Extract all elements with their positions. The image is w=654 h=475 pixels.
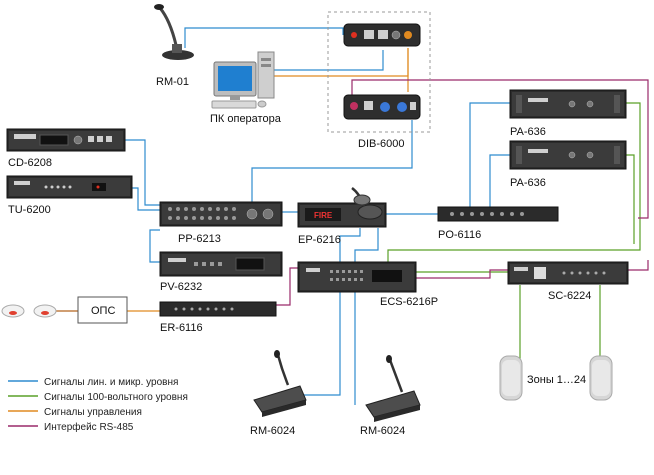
legend-label-0: Сигналы лин. и микр. уровня (44, 377, 178, 388)
connections (55, 27, 649, 405)
line-rm6024a-ep (289, 228, 361, 400)
pa636-label-2: PA-636 (510, 177, 546, 189)
dib-group-frame (327, 11, 431, 133)
line-po-pa2 (489, 154, 510, 207)
rm6024-label-1: RM-6024 (250, 425, 295, 437)
ops-box (77, 296, 128, 324)
smoke-detector-1 (1, 304, 25, 318)
ecs6216p-label: ECS-6216P (380, 296, 438, 308)
pc-icon (211, 51, 275, 109)
rm6024-console-2 (365, 355, 421, 422)
rm01-microphone (154, 4, 194, 60)
line-pc-dib-control (272, 48, 409, 77)
sc6224-unit (507, 261, 629, 285)
line-pa1-ecs (387, 102, 641, 265)
line-cd-pp (125, 139, 160, 206)
legend-label-1: Сигналы 100-вольтного уровня (44, 392, 188, 403)
dib-label: DIB-6000 (358, 138, 404, 150)
speaker-1 (499, 355, 523, 401)
rm01-label: RM-01 (156, 76, 189, 88)
ecs6216p-unit (297, 261, 417, 293)
ep6216-label: EP-6216 (298, 234, 341, 246)
legend-label-3: Интерфейс RS-485 (44, 421, 134, 433)
line-rs485-er (276, 267, 298, 306)
legend-label-2: Сигналы управления (44, 407, 142, 418)
pa636-unit-1 (509, 89, 627, 119)
rm6024-console-1 (253, 350, 307, 417)
ep-desk-microphone (351, 187, 383, 220)
pp6213-unit (159, 201, 283, 227)
smoke-detector-2 (33, 304, 57, 318)
pc-label: ПК оператора (210, 113, 282, 125)
pv6232-unit (159, 251, 283, 277)
zones-label: Зоны 1…24 (527, 374, 586, 386)
cd6208-label: CD-6208 (8, 157, 52, 169)
line-pc-dib (272, 50, 384, 71)
line-po-pa1 (469, 102, 510, 207)
line-pv-pp (149, 229, 160, 263)
dib-unit-top (343, 23, 421, 47)
line-rm6024b-ep (354, 228, 379, 405)
pa636-unit-2 (509, 140, 627, 170)
ep-fire-indicator: FIRE (314, 211, 333, 220)
line-rs485-dib (351, 79, 649, 219)
speaker-2 (589, 355, 613, 401)
line-pa2-ecs (626, 154, 635, 244)
pa636-label-1: PA-636 (510, 126, 546, 138)
er6116-label: ER-6116 (160, 322, 203, 334)
line-rs485-ecs-sc (416, 269, 508, 279)
pv6232-label: PV-6232 (160, 281, 202, 293)
tu6200-label: TU-6200 (8, 204, 51, 216)
line-tu-pp (132, 187, 160, 211)
line-rm01-dib (184, 27, 344, 48)
dib-unit-bottom (343, 94, 421, 120)
po6116-label: PO-6116 (438, 229, 481, 241)
line-dib-pp (251, 120, 413, 202)
rm6024-label-2: RM-6024 (360, 425, 405, 437)
pp6213-label: PP-6213 (178, 233, 221, 245)
po6116-unit (437, 206, 559, 222)
line-rs485-sc (628, 260, 649, 271)
sc6224-label: SC-6224 (548, 290, 591, 302)
tu6200-unit (6, 175, 133, 199)
ops-label: ОПС (91, 305, 115, 317)
cd6208-unit (6, 128, 126, 152)
er6116-unit (159, 301, 277, 317)
legend: Сигналы лин. и микр. уровня Сигналы 100-… (8, 377, 188, 433)
